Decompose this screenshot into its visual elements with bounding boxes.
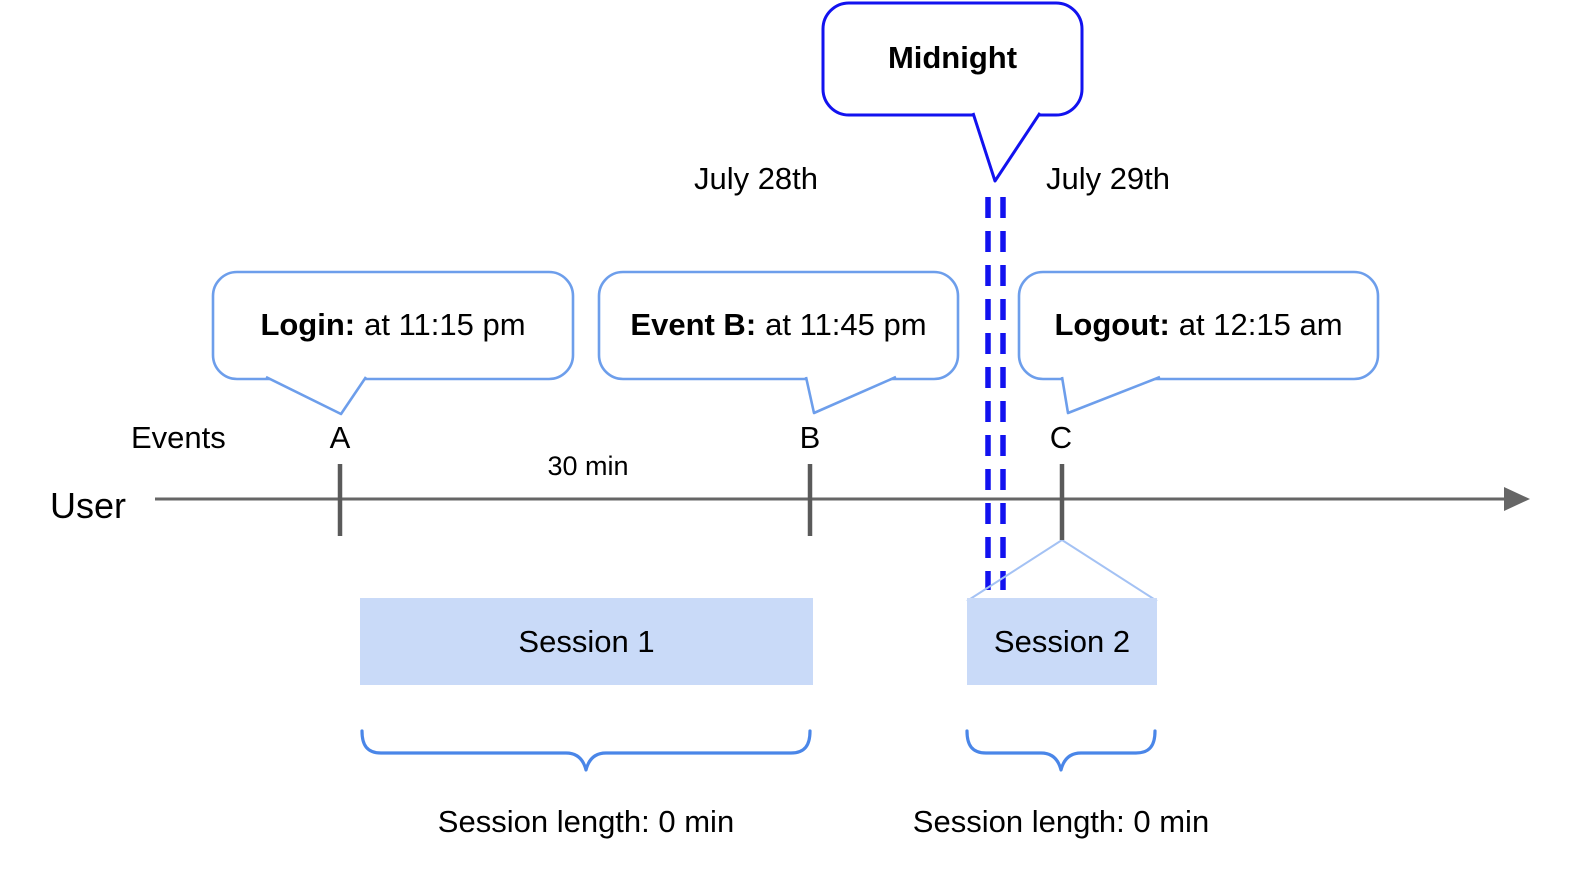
session2-length-label: Session length: 0 min: [912, 804, 1210, 839]
date-label-july-28: July 28th: [693, 161, 819, 196]
session1-length-label: Session length: 0 min: [437, 804, 735, 839]
session2-box: [967, 598, 1157, 685]
logout-bubble-outline: [1017, 270, 1380, 381]
event-marker-b: B: [799, 420, 821, 455]
session1-brace: [360, 729, 812, 772]
login-bubble-text: Login: at 11:15 pm: [213, 272, 573, 377]
login-bubble-label: Login:: [260, 306, 356, 342]
eventb-bubble-tail: [804, 375, 897, 415]
midnight-bubble-outline: [821, 1, 1084, 117]
interval-label: 30 min: [547, 451, 629, 481]
logout-bubble-label: Logout:: [1054, 306, 1170, 342]
timeline-axis-label: User: [50, 485, 127, 526]
session2-brace: [965, 729, 1157, 772]
event-marker-a: A: [329, 420, 351, 455]
eventb-bubble-label: Event B:: [630, 306, 757, 342]
login-bubble-time: at 11:15 pm: [364, 306, 526, 342]
logout-bubble-text: Logout: at 12:15 am: [1019, 272, 1378, 377]
date-label-july-29: July 29th: [1045, 161, 1171, 196]
event-marker-c: C: [1049, 420, 1073, 455]
midnight-bubble-label: Midnight: [887, 40, 1018, 76]
timeline-arrowhead: [1504, 487, 1530, 511]
session1-label: Session 1: [518, 623, 655, 659]
login-bubble-tail: [265, 375, 368, 416]
session2-connector-lines: [966, 539, 1158, 602]
eventb-bubble-text: Event B: at 11:45 pm: [599, 272, 958, 377]
eventb-bubble-outline: [597, 270, 960, 381]
logout-bubble-time: at 12:15 am: [1178, 306, 1343, 342]
session1-box: [360, 598, 813, 685]
logout-bubble-tail: [1060, 375, 1161, 415]
events-row-label: Events: [131, 420, 226, 455]
midnight-bubble-tail: [971, 112, 1042, 183]
session2-label: Session 2: [993, 623, 1131, 659]
eventb-bubble-time: at 11:45 pm: [765, 306, 927, 342]
login-bubble-outline: [211, 270, 575, 381]
